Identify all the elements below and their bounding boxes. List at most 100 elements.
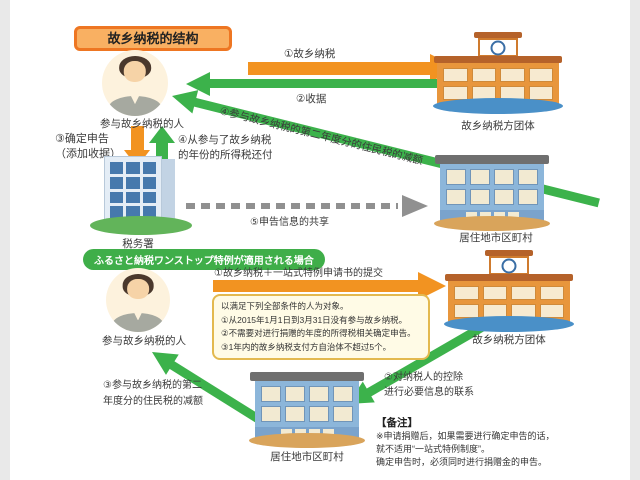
step4-income-tax-label: ④从参与了故乡纳税 的年份的所得税还付 — [178, 133, 273, 163]
step5-label: ⑤申告信息的共享 — [250, 217, 329, 228]
window — [285, 386, 305, 402]
conditions-line: ③1年内的故乡纳税支付方自治体不超过5个。 — [221, 341, 392, 352]
avatar-body — [108, 96, 162, 116]
tax-office-building — [90, 156, 192, 240]
conditions-line: 以满足下列全部条件的人为对象。 — [221, 301, 349, 311]
step1-label: ①故乡纳税 — [284, 48, 336, 60]
window — [494, 169, 514, 185]
info-share-arrowhead-icon — [402, 195, 428, 217]
recipient-label-2: 故乡纳税方团体 — [472, 334, 546, 346]
taxpayer-avatar-2 — [106, 268, 170, 332]
declaration-arrow — [131, 126, 144, 151]
conditions-box: 以满足下列全部条件的人为对象。 ①从2015年1月1日到3月31日没有参与故乡纳… — [212, 294, 430, 360]
window — [142, 176, 156, 189]
avatar-face — [123, 61, 147, 83]
remarks-line: ※申请捐赠后，如果需要进行确定申告的话， — [376, 431, 555, 441]
building-windows — [440, 164, 544, 210]
building-windows — [255, 381, 359, 427]
building-base — [433, 98, 563, 114]
residence-municipality-building-2 — [249, 372, 365, 448]
building-roof — [434, 56, 562, 63]
avatar-body — [112, 312, 164, 332]
tax-office-sideface — [162, 159, 175, 221]
window — [309, 406, 329, 422]
right-margin — [630, 0, 640, 480]
tax-office-base — [90, 216, 192, 235]
reduction-label-line1: ③参与故乡纳税的第二 — [103, 380, 202, 391]
window — [261, 406, 281, 422]
window — [110, 206, 124, 218]
recipient-municipality-building — [433, 32, 563, 116]
reduction-label-line2: 年度分的住民税的减额 — [103, 396, 203, 407]
window — [443, 68, 468, 82]
building-windows — [448, 281, 570, 323]
recipient-label: 故乡纳税方团体 — [461, 120, 535, 132]
window — [333, 386, 353, 402]
deduction-label-line2: 进行必要信息的联系 — [384, 387, 474, 398]
window — [528, 68, 553, 82]
window — [309, 386, 329, 402]
window — [518, 169, 538, 185]
window — [494, 189, 514, 205]
tax-office-label: 税务署 — [122, 238, 154, 250]
window — [443, 86, 468, 100]
building-roof — [445, 274, 573, 281]
deduction-label-line1: ②对纳税人的控除 — [384, 372, 463, 383]
avatar-collar — [130, 94, 140, 105]
tax-office-windows — [104, 156, 162, 224]
window — [539, 286, 564, 300]
avatar-collar — [133, 311, 143, 321]
deduction-label: ②对纳税人的控除 进行必要信息的联系 — [384, 370, 474, 400]
avatar-face — [127, 278, 149, 300]
info-share-arrow — [186, 203, 398, 209]
window — [261, 386, 281, 402]
taxpayer-avatar — [102, 50, 168, 116]
window — [285, 406, 305, 422]
window — [142, 162, 156, 174]
conditions-line: ①从2015年1月1日到3月31日没有参与故乡纳税。 — [221, 314, 408, 325]
reduction-label: ③参与故乡纳税的第二 年度分的住民税的减额 — [103, 378, 203, 410]
section1-title: 故乡纳税的结构 — [74, 26, 232, 51]
window — [446, 169, 466, 185]
refund-arrowhead-icon — [149, 126, 175, 143]
remarks-line: 就不适用“一站式特例制度”。 — [376, 444, 490, 454]
remarks-line: 确定申告时，必须同时进行捐赠金的申告。 — [376, 457, 548, 467]
window — [110, 176, 124, 189]
window — [518, 189, 538, 205]
residence-label-2: 居住地市区町村 — [270, 451, 344, 463]
step3-label-line1: ③确定申告 — [55, 133, 109, 145]
receipt-arrowhead-icon — [186, 72, 210, 96]
taxpayer-label: 参与故乡纳税的人 — [100, 118, 184, 130]
window — [126, 206, 140, 218]
clock-icon — [501, 258, 517, 273]
building-base — [434, 216, 550, 231]
window — [470, 169, 490, 185]
step4-income-tax-line1: ④从参与了故乡纳税 — [178, 134, 272, 146]
recipient-municipality-building-2 — [444, 250, 574, 334]
building-base — [249, 433, 365, 448]
step2-label: ②收据 — [296, 93, 327, 105]
window — [126, 191, 140, 204]
window — [511, 286, 536, 300]
window — [470, 189, 490, 205]
onestop-step1-label: ①故乡纳税＋一站式特例申请书的提交 — [214, 268, 383, 279]
window — [539, 304, 564, 318]
onestop-submit-arrow — [213, 280, 418, 292]
clock-icon — [490, 40, 506, 55]
hometown-tax-arrow — [248, 62, 430, 75]
remarks-block: 【备注】 ※申请捐赠后，如果需要进行确定申告的话， 就不适用“一站式特例制度”。… — [376, 415, 555, 469]
window — [471, 68, 496, 82]
window — [126, 176, 140, 189]
clock-tower-roof — [474, 32, 522, 38]
building-base — [444, 316, 574, 332]
conditions-line: ②不需要对进行捐赠的年度的所得税相关确定申告。 — [221, 328, 416, 338]
window — [126, 162, 140, 174]
window — [110, 191, 124, 204]
window — [142, 191, 156, 204]
section2-title: ふるさと納税ワンストップ特例が適用される場合 — [83, 249, 325, 270]
building-roof — [435, 155, 549, 164]
window — [454, 286, 479, 300]
window — [500, 68, 525, 82]
taxpayer-label-2: 参与故乡纳税的人 — [102, 335, 186, 347]
